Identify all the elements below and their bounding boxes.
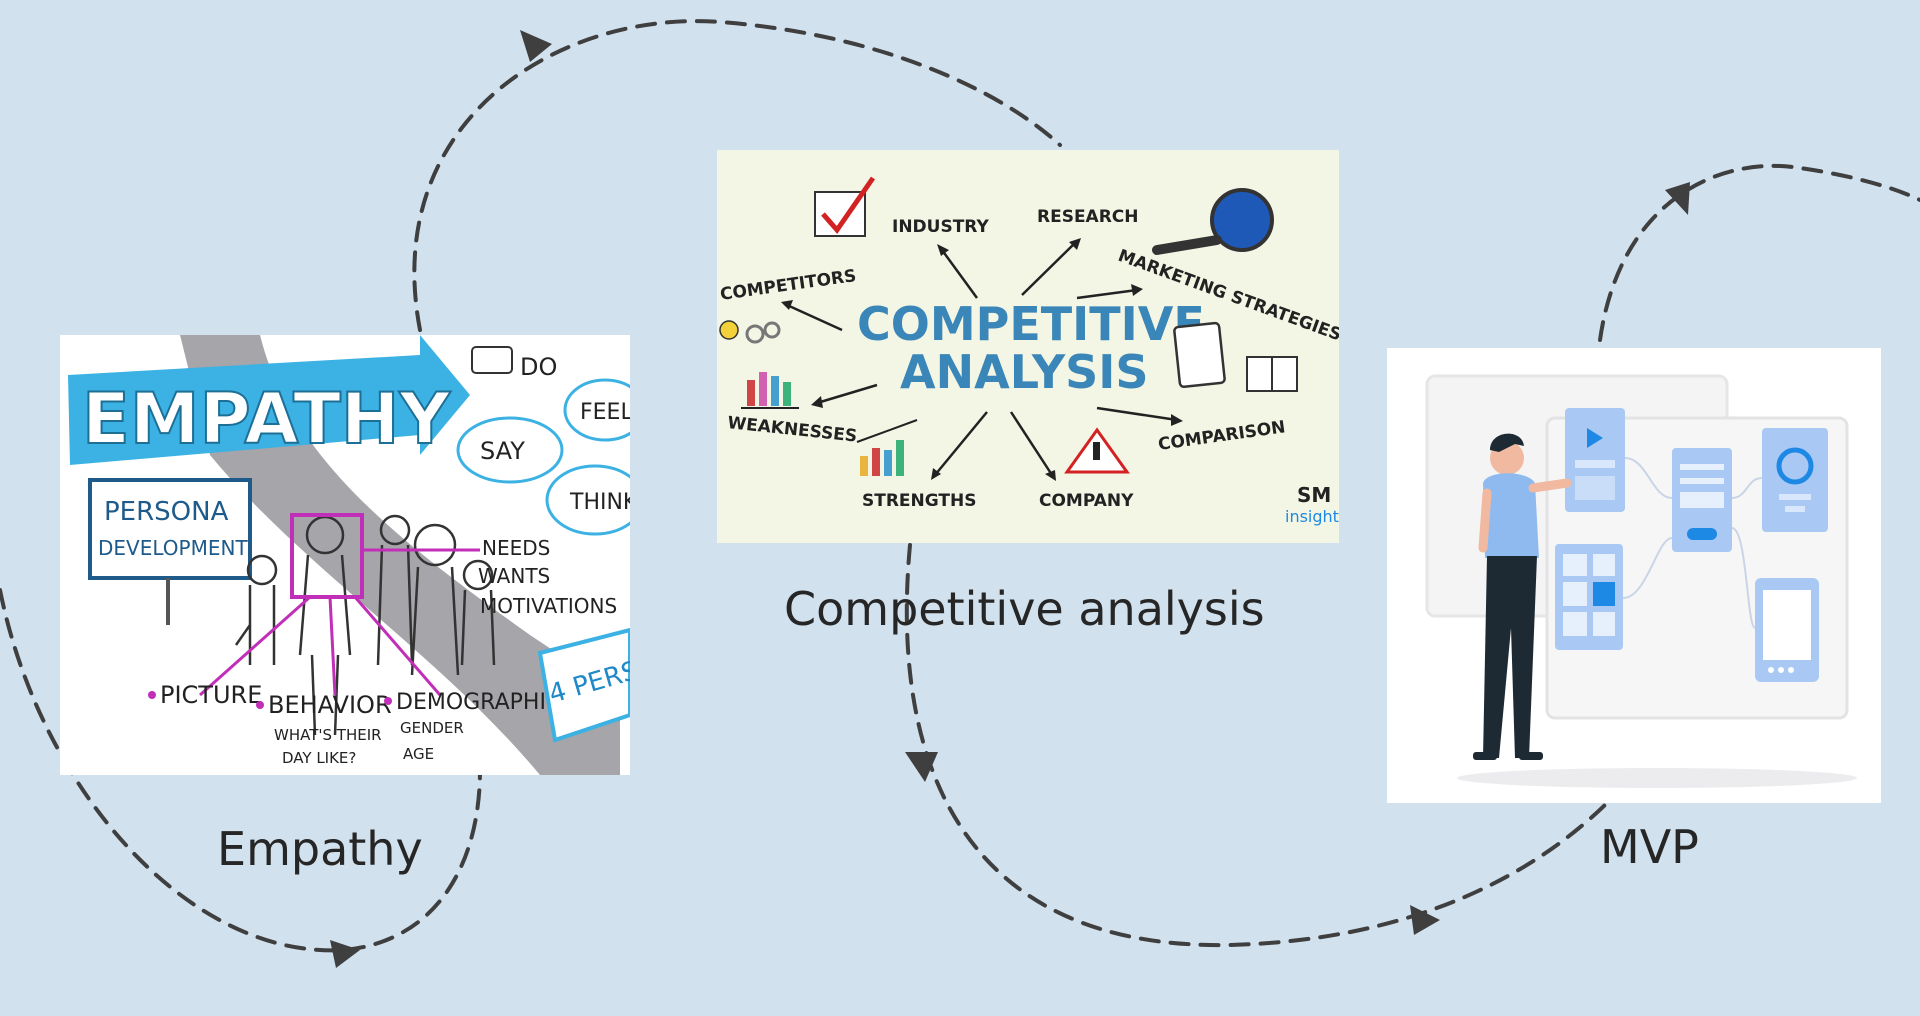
think-bubble bbox=[545, 464, 630, 536]
flow-segment-3 bbox=[904, 543, 1612, 948]
person-illustration bbox=[1473, 433, 1572, 760]
demographics-sub-1: GENDER bbox=[400, 719, 464, 737]
floor-shadow bbox=[1457, 768, 1857, 788]
flow-segment-2 bbox=[412, 19, 1062, 332]
growth-chart-icon bbox=[856, 419, 918, 476]
need-item-2: WANTS bbox=[478, 564, 550, 588]
pointing-hand-icon bbox=[471, 346, 513, 374]
focus-frame bbox=[290, 513, 364, 599]
need-item-3: MOTIVATIONS bbox=[480, 594, 617, 618]
behavior-sub-2: DAY LIKE? bbox=[282, 749, 356, 767]
competitive-analysis-image: COMPETITIVE ANALYSIS INDUSTRY RESEARCH M… bbox=[717, 150, 1339, 543]
label-industry: INDUSTRY bbox=[892, 217, 989, 237]
sign-line-1: PERSONA bbox=[104, 497, 229, 527]
empathy-title: EMPATHY bbox=[82, 378, 451, 460]
bar-chart-icon bbox=[741, 372, 799, 409]
gear-icon bbox=[745, 324, 765, 344]
logo-sm: SM bbox=[1297, 483, 1331, 507]
need-item-1: NEEDS bbox=[482, 536, 550, 560]
persona-sign bbox=[88, 478, 252, 580]
persona-people-icon bbox=[234, 514, 496, 736]
flow-segment-1 bbox=[0, 588, 482, 953]
arrow-head-icon bbox=[1410, 905, 1440, 935]
magnifier-icon bbox=[1210, 188, 1274, 252]
analysis-title-1: COMPETITIVE bbox=[857, 297, 1205, 351]
arrow-head-icon bbox=[520, 30, 552, 62]
gear-icon bbox=[763, 321, 781, 339]
lightbulb-icon bbox=[719, 320, 739, 340]
personas-tag bbox=[537, 627, 630, 743]
mode-do: DO bbox=[520, 353, 557, 381]
empathy-image: EMPATHY DO FEEL SAY THINK PERSONA DEVELO… bbox=[60, 335, 630, 775]
arrow-head-icon bbox=[1665, 182, 1690, 215]
arrow-head-icon bbox=[330, 940, 360, 968]
analysis-title-2: ANALYSIS bbox=[900, 345, 1149, 399]
label-company: COMPANY bbox=[1039, 491, 1134, 511]
caption-competitive-analysis: Competitive analysis bbox=[784, 582, 1265, 636]
sign-line-2: DEVELOPMENT bbox=[98, 536, 248, 560]
arrow-head-icon bbox=[905, 752, 938, 782]
mvp-image bbox=[1387, 348, 1881, 803]
feel-bubble bbox=[563, 378, 630, 442]
play-icon bbox=[1587, 428, 1603, 448]
bullet-behavior: BEHAVIOR bbox=[268, 691, 392, 719]
demographics-sub-2: AGE bbox=[403, 745, 434, 763]
label-weaknesses: WEAKNESSES bbox=[726, 413, 858, 446]
say-bubble bbox=[456, 416, 564, 484]
mode-think: THINK bbox=[569, 490, 630, 515]
caption-mvp: MVP bbox=[1600, 820, 1699, 874]
label-competitors: COMPETITORS bbox=[719, 266, 858, 305]
behavior-sub-1: WHAT'S THEIR bbox=[274, 726, 382, 744]
clipboard-icon bbox=[1173, 321, 1226, 388]
flow-segment-4 bbox=[1598, 163, 1920, 342]
circle-icon bbox=[1776, 447, 1814, 485]
caption-empathy: Empathy bbox=[217, 822, 423, 876]
bullet-picture: PICTURE bbox=[160, 681, 262, 709]
mode-feel: FEEL bbox=[580, 400, 630, 425]
label-strengths: STRENGTHS bbox=[862, 491, 977, 511]
logo-insight: insight bbox=[1285, 507, 1339, 526]
mode-say: SAY bbox=[480, 437, 525, 465]
empathy-banner bbox=[68, 335, 470, 465]
label-research: RESEARCH bbox=[1037, 207, 1139, 227]
